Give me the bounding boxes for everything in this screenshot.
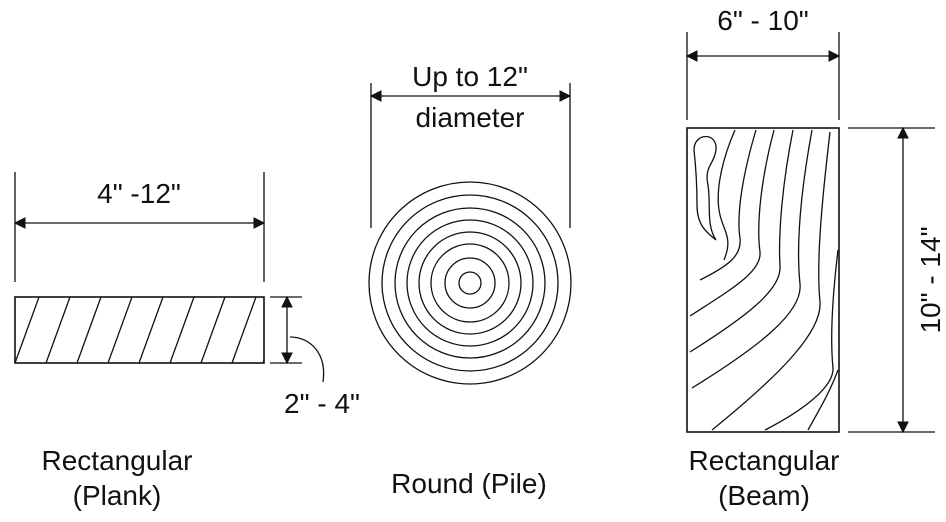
plank-width-label: 4" -12" bbox=[97, 178, 181, 209]
beam-grain-line bbox=[717, 129, 736, 261]
beam-rectangle bbox=[686, 127, 840, 433]
plank-cross-section bbox=[14, 296, 265, 364]
plank-section: 4" -12" 2" - 4" Rectangular (Plank) bbox=[13, 172, 360, 511]
pile-caption: Round (Pile) bbox=[391, 468, 547, 499]
plank-hatch-line bbox=[107, 296, 133, 364]
beam-depth-label: 10" - 14" bbox=[915, 226, 946, 333]
plank-caption-line2: (Plank) bbox=[73, 480, 162, 511]
beam-grain-line bbox=[689, 129, 794, 353]
plank-hatch-line bbox=[231, 296, 257, 364]
pile-diameter-label-line1: Up to 12" bbox=[412, 61, 528, 92]
beam-wood-grain bbox=[689, 129, 839, 431]
pile-section: Up to 12" diameter Round (Pile) bbox=[368, 61, 572, 499]
beam-grain-line bbox=[699, 129, 757, 281]
plank-hatch-line bbox=[14, 296, 40, 364]
pile-ring bbox=[458, 271, 482, 295]
beam-grain-line bbox=[691, 129, 813, 389]
plank-leader-curve bbox=[289, 336, 325, 383]
pile-ring bbox=[368, 181, 572, 385]
pile-diameter-label-line2: diameter bbox=[416, 102, 525, 133]
plank-rectangle bbox=[14, 296, 265, 364]
pile-ring bbox=[430, 243, 510, 323]
pile-growth-rings bbox=[368, 181, 572, 385]
beam-grain-line bbox=[807, 369, 839, 431]
pile-ring bbox=[406, 219, 534, 347]
beam-grain-line bbox=[711, 131, 831, 431]
plank-hatch-line bbox=[76, 296, 102, 364]
beam-grain-line bbox=[764, 249, 839, 431]
plank-hatch-line bbox=[45, 296, 71, 364]
pile-ring bbox=[418, 231, 522, 335]
beam-caption-line2: (Beam) bbox=[718, 480, 810, 511]
beam-width-label: 6" - 10" bbox=[717, 5, 808, 36]
pile-ring bbox=[381, 194, 559, 372]
beam-cross-section bbox=[686, 127, 840, 433]
plank-hatch-line bbox=[200, 296, 226, 364]
beam-grain-knot bbox=[693, 135, 717, 241]
pile-ring bbox=[444, 257, 496, 309]
pile-ring bbox=[394, 207, 546, 359]
plank-hatch-line bbox=[262, 360, 265, 364]
plank-hatching bbox=[14, 296, 265, 364]
plank-caption-line1: Rectangular bbox=[42, 445, 193, 476]
plank-hatch-line bbox=[138, 296, 164, 364]
beam-caption-line1: Rectangular bbox=[689, 445, 840, 476]
plank-thickness-label: 2" - 4" bbox=[284, 388, 360, 419]
plank-hatch-line bbox=[169, 296, 195, 364]
beam-grain-line bbox=[689, 129, 775, 317]
beam-section: 6" - 10" 10" - 14" Rectangular (Beam) bbox=[685, 5, 946, 511]
